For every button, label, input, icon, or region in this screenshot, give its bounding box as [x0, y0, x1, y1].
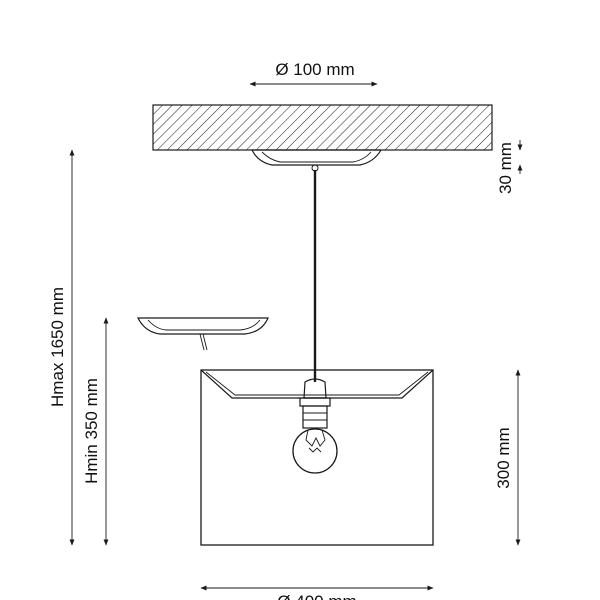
ceiling-canopy [251, 149, 382, 166]
lamp-shade [200, 369, 434, 546]
max-height-dimension: Hmax 1650 mm [48, 149, 75, 546]
canopy-diameter-label: Ø 100 mm [275, 60, 354, 79]
shade-diameter-label: Ø 400 mm [277, 592, 356, 600]
light-bulb [292, 428, 338, 474]
canopy-min-position [137, 317, 269, 351]
shade-height-dimension: 300 mm [494, 369, 521, 546]
shade-diameter-dimension: Ø 400 mm [200, 585, 434, 600]
canopy-height-dimension: 30 mm [496, 140, 523, 194]
shade-height-label: 300 mm [494, 427, 513, 488]
suspension-cord [311, 164, 319, 382]
max-height-label: Hmax 1650 mm [48, 287, 67, 407]
ceiling [152, 104, 493, 151]
lamp-holder [299, 378, 331, 429]
canopy-height-label: 30 mm [496, 142, 515, 194]
canopy-diameter-dimension: Ø 100 mm [249, 60, 378, 87]
min-height-label: Hmin 350 mm [82, 378, 101, 484]
min-height-dimension: Hmin 350 mm [82, 317, 109, 546]
